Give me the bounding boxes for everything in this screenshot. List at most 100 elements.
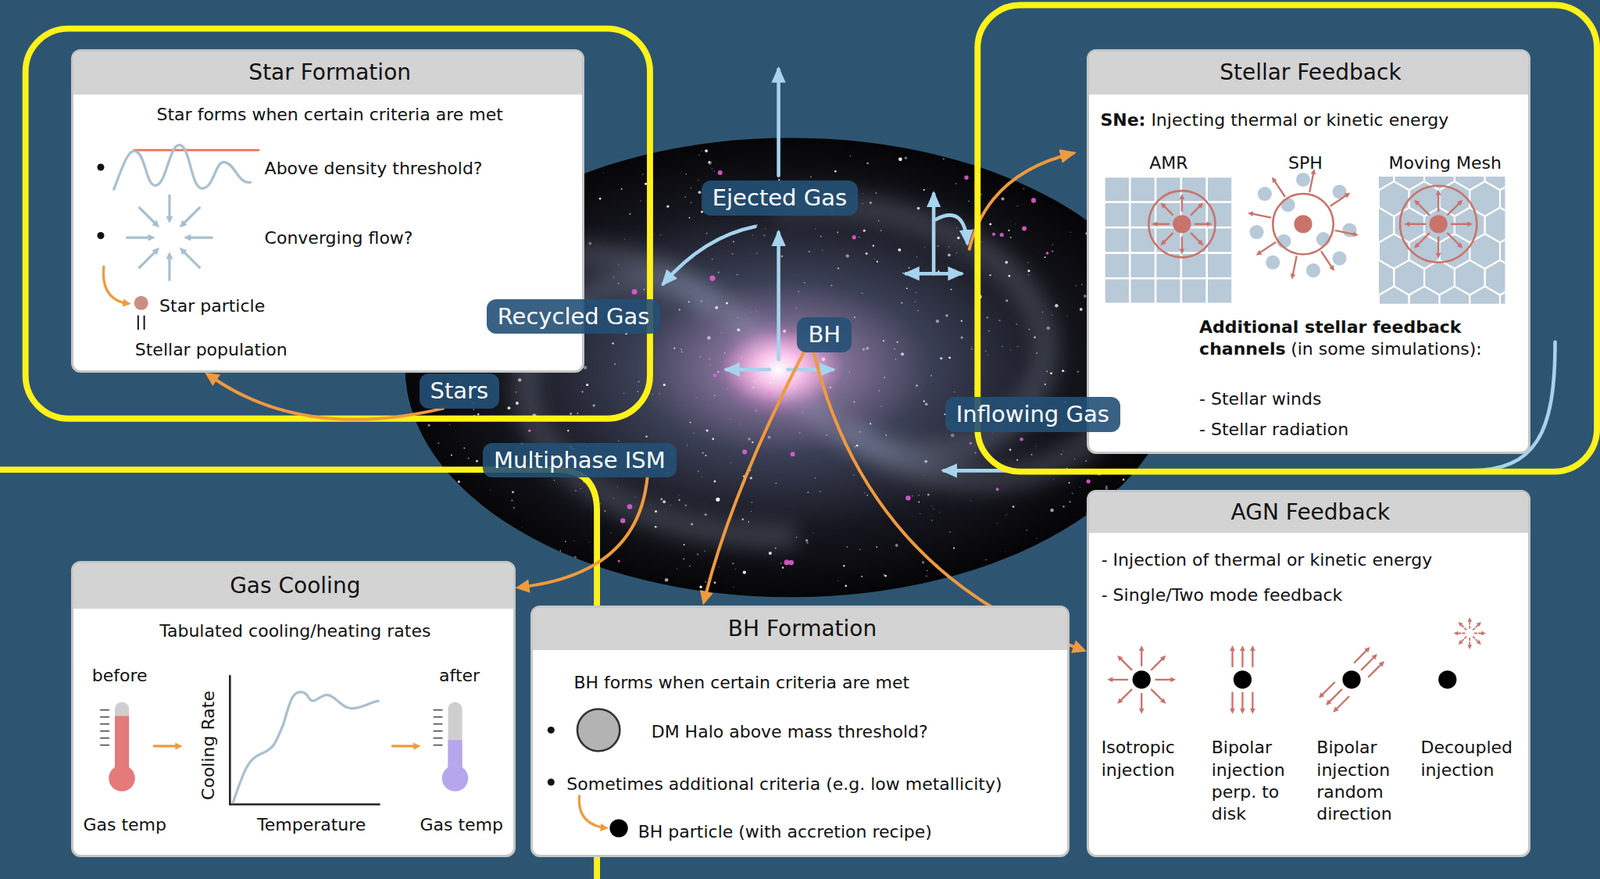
star-dot [1071,492,1073,494]
grid-cell [1156,278,1180,303]
star-dot [987,354,989,356]
arrow-head [1160,697,1166,704]
star-dot [953,546,955,549]
star-dot [882,339,885,342]
star-dot [427,424,430,427]
galaxy-label: BH [796,317,852,353]
star-dot [639,200,641,201]
label-text: Gas Cooling [229,572,361,599]
star-dot [750,311,751,313]
process-panel: Gas CoolingTabulated cooling/heating rat… [71,560,515,858]
star-dot [1074,457,1075,459]
star-dot [879,405,882,408]
grid-cell [1105,228,1129,252]
arrow-head [1197,202,1204,208]
icon-line [1335,230,1356,235]
star-dot [574,556,577,559]
star-dot [850,155,851,157]
process-panel: BH FormationBH forms when certain criter… [530,605,1070,858]
star-dot [711,167,713,169]
star-dot [1061,369,1065,372]
star-dot [930,375,933,377]
highlight-outlines [0,5,1597,879]
star-dot [663,383,666,386]
grid-cell [1105,278,1129,303]
text-wrap: Moving Mesh [1389,152,1502,175]
star-dot [704,149,708,153]
icon-dot [97,163,105,171]
icon-line [100,730,109,733]
star-dot [1062,450,1065,452]
label-text: Bipolar injection perp. to disk [1211,737,1286,823]
icon-line [434,744,443,747]
star-dot [714,306,718,310]
icon-dot [547,725,555,733]
star-dot [711,258,714,261]
star-dot [704,581,707,583]
star-dot [869,422,872,425]
star-dot [700,356,701,358]
label-text: BH Formation [728,615,878,642]
star-dot [911,495,913,497]
star-cluster-dot [742,449,747,454]
star-dot [585,383,589,386]
star-dot [969,500,972,502]
star-dot [689,564,691,567]
icon-dot [1429,214,1448,233]
star-dot [980,240,983,243]
star-dot [897,248,901,252]
label-text: Star particle [159,296,265,316]
arrow-head [166,216,174,224]
star-dot [617,264,619,266]
label-text: SNe: [1100,110,1146,130]
icon-line [1155,222,1169,225]
star-dot [682,557,685,560]
star-dot [796,307,797,309]
icon-dot [1332,250,1347,265]
star-dot [741,517,743,520]
star-cluster-dot [632,289,638,295]
galaxy-label: Inflowing Gas [945,396,1121,433]
star-dot [948,246,950,247]
icon-line [100,716,109,718]
star-dot [907,267,910,269]
star-cluster-dot [1021,226,1027,232]
grid-cell [1182,278,1206,303]
star-cluster-dot [992,232,996,236]
icon-line [1251,649,1254,667]
star-dot [917,310,919,312]
arrow-head [1435,189,1442,196]
star-dot [906,287,908,290]
text-wrap: AGN Feedback [1231,498,1391,527]
arrow-head [600,822,609,831]
icon-line [1231,692,1233,710]
star-dot [846,546,848,548]
label-text: Inflowing Gas [956,400,1110,428]
arrow-head [1458,639,1464,645]
star-dot [644,182,647,186]
star-dot [711,437,715,440]
arrow-head [1139,645,1145,651]
star-dot [916,256,918,258]
text-wrap: Star Formation [248,58,411,87]
arrow-head [1250,645,1256,651]
star-dot [705,454,708,457]
star-dot [878,220,880,222]
star-dot [467,457,470,460]
star-dot [702,452,704,454]
star-dot [999,319,1001,322]
star-dot [937,245,940,247]
star-dot [924,460,928,464]
star-dot [708,160,711,163]
star-dot [975,452,977,454]
icon-line [1151,689,1164,701]
star-cluster-dot [617,560,621,563]
star-dot [875,546,878,548]
star-dot [865,346,869,350]
icon-line [100,744,109,747]
icon-line [100,709,109,711]
text-wrap: AMR [1149,152,1188,175]
icon-line [1328,689,1342,703]
star-dot [1027,261,1029,263]
